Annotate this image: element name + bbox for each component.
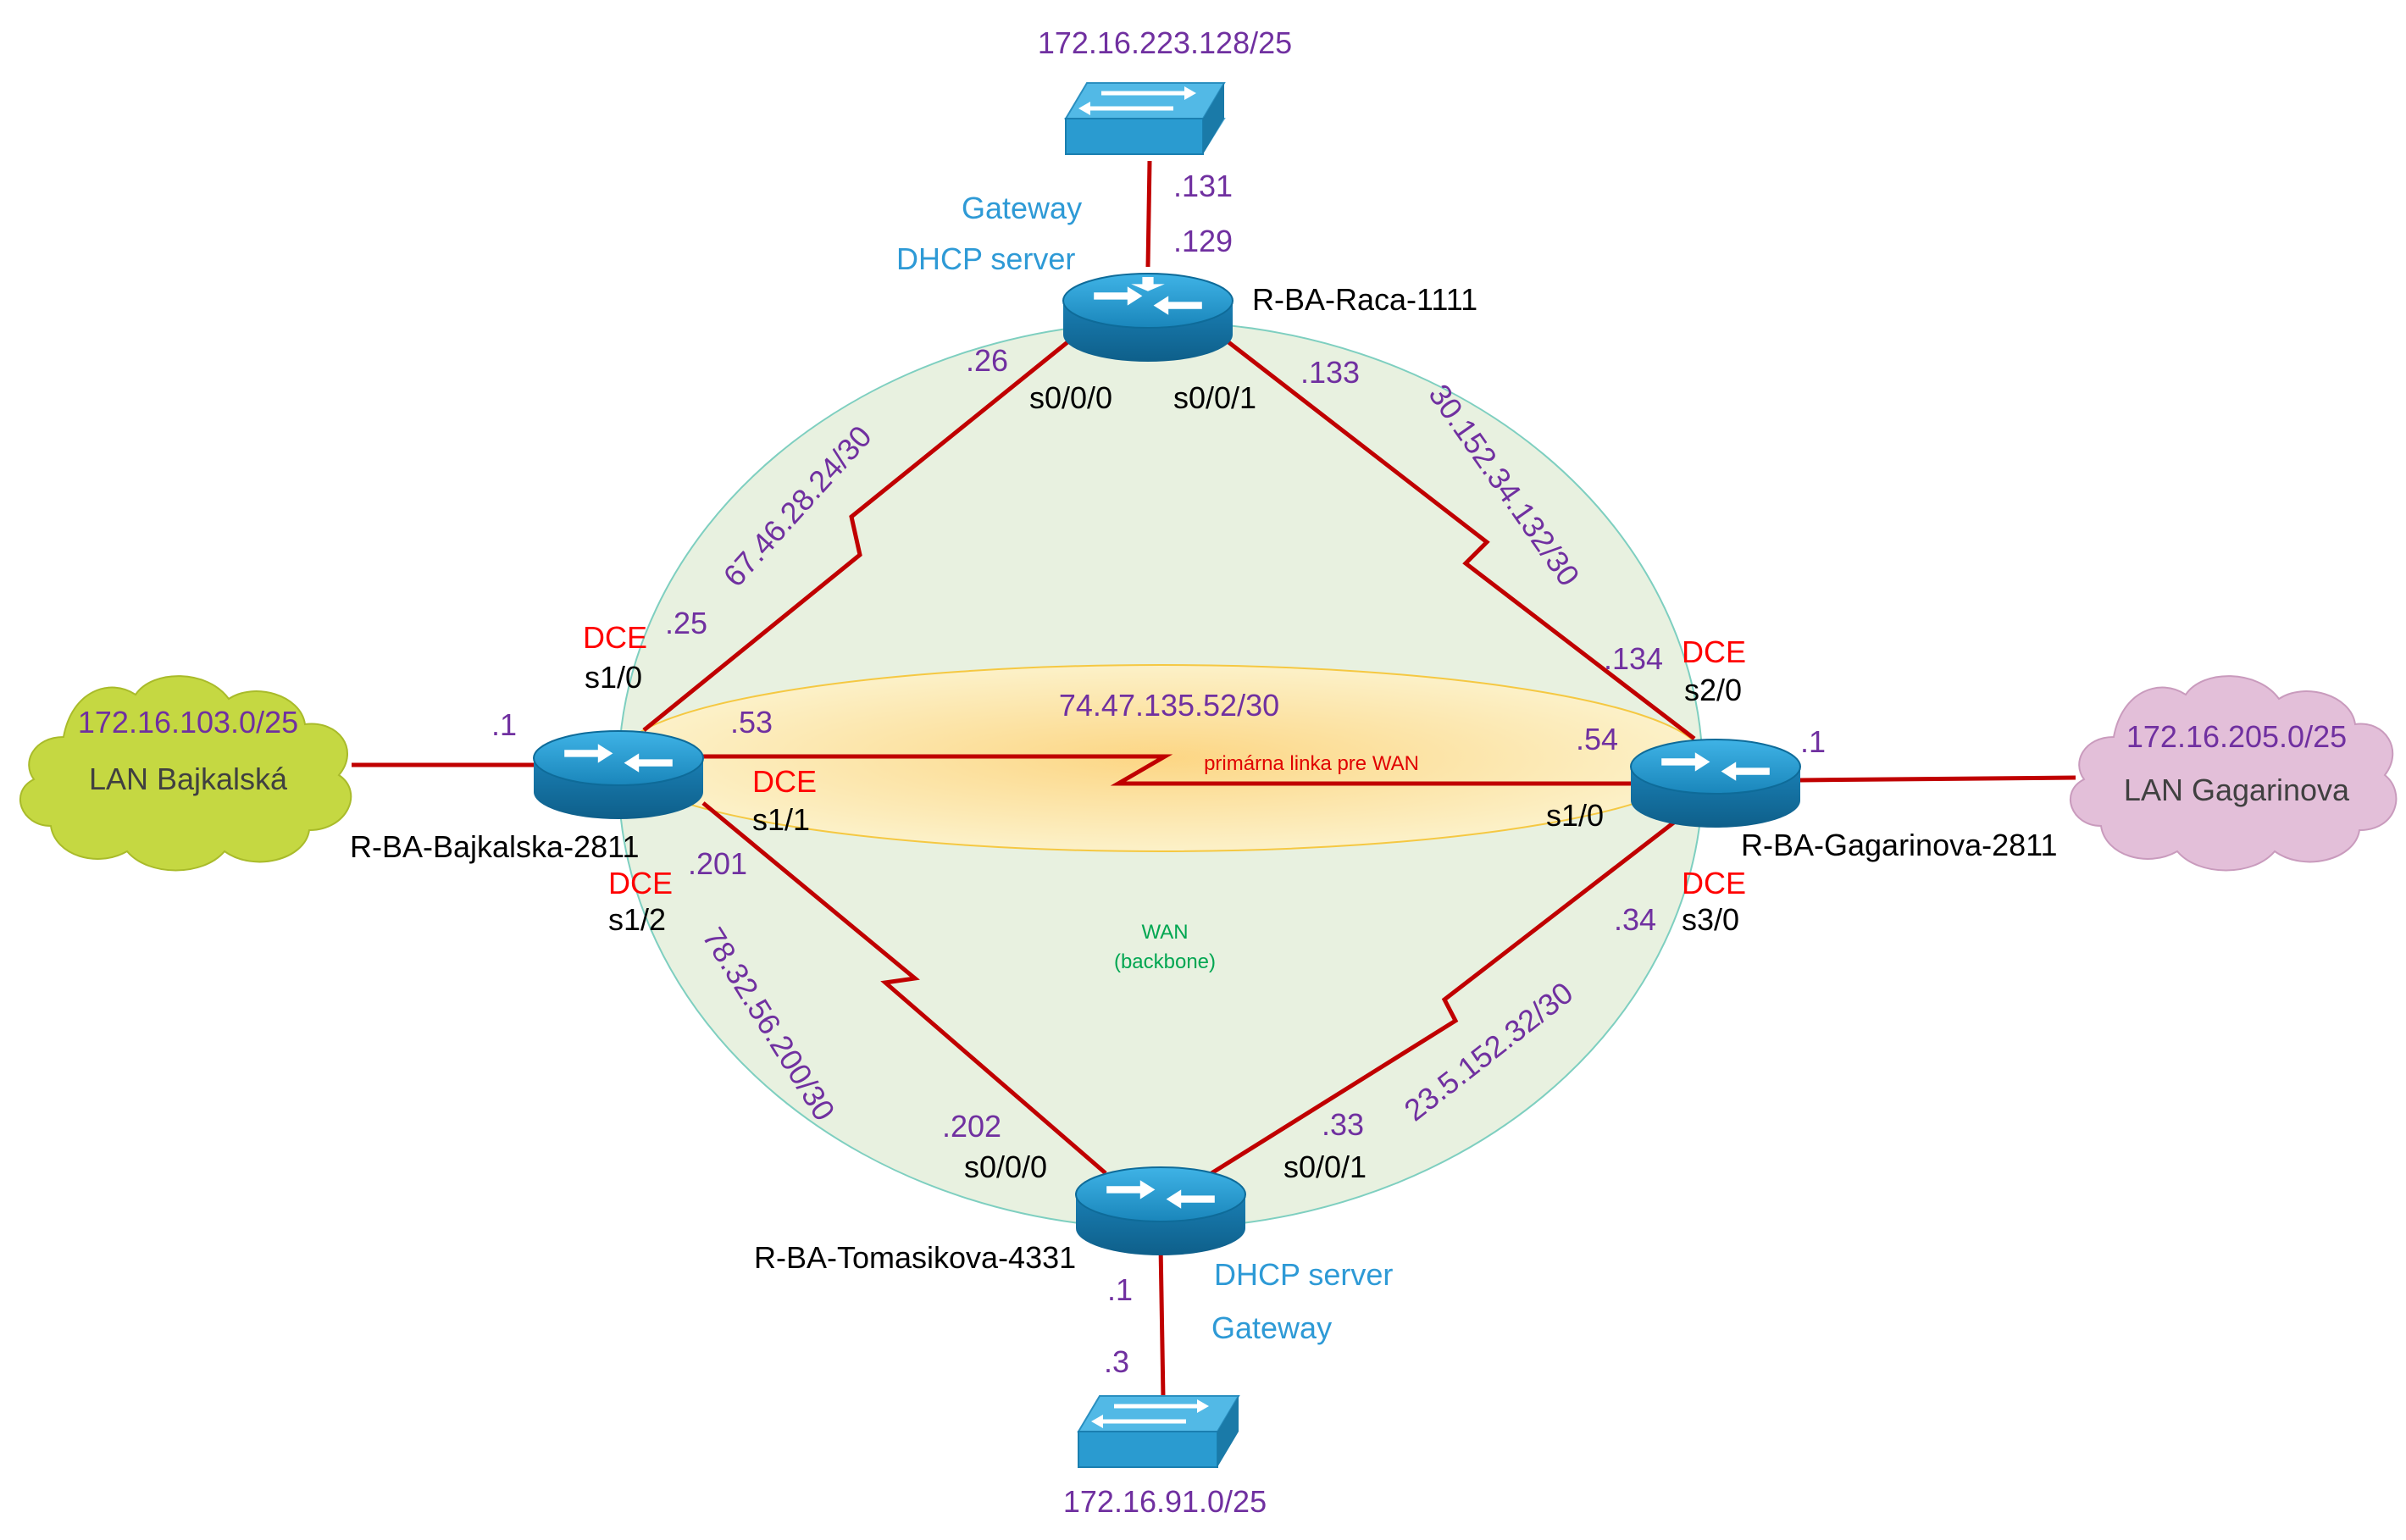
cloud-gagarinova-name: LAN Gagarinova [2124,773,2350,807]
if-gag-s10: s1/0 [1546,798,1604,833]
role-raca-gateway: Gateway [962,191,1082,225]
net-primary: 74.47.135.52/30 [1059,688,1279,723]
switch-raca-icon [1064,82,1226,155]
dce-bajk-s10: DCE [583,620,647,655]
role-raca-dhcp: DHCP server [896,241,1075,276]
if-bajk-s12: s1/2 [608,902,666,937]
addr-raca-s001: .133 [1300,355,1360,390]
cloud-lan-gagarinova [2069,675,2398,872]
cloud-bajkalska-name: LAN Bajkalská [89,762,288,796]
if-bajk-s10: s1/0 [585,660,642,695]
link-raca-gagarinova [1222,337,1696,740]
addr-gag-s30: .34 [1614,902,1656,937]
dce-bajk-s12: DCE [608,866,673,900]
dce-gag-s20: DCE [1682,634,1746,669]
dce-gag-s30: DCE [1682,866,1746,900]
addr-raca-switch: .131 [1173,169,1233,203]
addr-tom-switch: .3 [1104,1344,1129,1379]
links [352,160,2076,1399]
router-tomasikova-name: R-BA-Tomasikova-4331 [754,1240,1076,1275]
addr-raca-lan: .129 [1173,224,1233,258]
dce-bajk-s11: DCE [752,764,817,799]
role-tom-dhcp: DHCP server [1214,1257,1393,1292]
if-gag-s30: s3/0 [1682,902,1739,937]
router-raca-icon [1062,273,1233,362]
if-bajk-s11: s1/1 [752,802,810,837]
addr-bajk-lan: .1 [491,707,517,742]
addr-bajk-s10: .25 [665,606,707,640]
addr-tom-s001: .33 [1322,1107,1364,1142]
router-bajkalska-icon [533,730,704,819]
if-raca-s001: s0/0/1 [1173,380,1256,415]
wan-sublabel: (backbone) [1114,950,1216,973]
link-gagarinova-lan [1799,775,2076,783]
router-bajkalska-name: R-BA-Bajkalska-2811 [350,829,639,864]
addr-bajk-s12: .201 [688,846,747,881]
link-bajkalska-tomasikova [701,801,1107,1175]
if-tom-s001: s0/0/1 [1283,1149,1367,1184]
role-tom-gateway: Gateway [1211,1310,1332,1345]
addr-gag-lan: .1 [1800,724,1826,759]
switch-raca-subnet: 172.16.223.128/25 [1038,25,1292,60]
cloud-gagarinova-subnet: 172.16.205.0/25 [2126,719,2347,754]
wan-label: WAN [1141,921,1188,944]
cloud-lan-bajkalska [19,675,352,872]
link-tomasikova-switch [1158,1244,1166,1399]
addr-tom-lan: .1 [1107,1272,1133,1307]
addr-tom-s000: .202 [942,1109,1001,1144]
router-gagarinova-icon [1630,739,1801,828]
link-raca-bajkalska [642,337,1073,732]
if-raca-s000: s0/0/0 [1029,380,1112,415]
if-gag-s20: s2/0 [1684,673,1742,707]
addr-raca-s000: .26 [966,343,1008,378]
router-tomasikova-icon [1075,1166,1246,1255]
switch-tomasikova-subnet: 172.16.91.0/25 [1063,1484,1267,1519]
router-raca-name: R-BA-Raca-1111 [1252,282,1477,317]
link-gagarinova-tomasikova [1210,812,1688,1176]
cloud-bajkalska-subnet: 172.16.103.0/25 [78,705,298,740]
if-tom-s000: s0/0/0 [964,1149,1047,1184]
switch-tomasikova-icon [1077,1395,1240,1468]
addr-gag-s20: .134 [1604,641,1663,676]
link-primary [703,754,1665,786]
addr-bajk-s11: .53 [730,705,773,740]
router-gagarinova-name: R-BA-Gagarinova-2811 [1741,828,2058,862]
link-raca-switch [1145,160,1152,268]
net-primary-note: primárna linka pre WAN [1204,752,1419,775]
addr-gag-s10: .54 [1576,722,1618,756]
